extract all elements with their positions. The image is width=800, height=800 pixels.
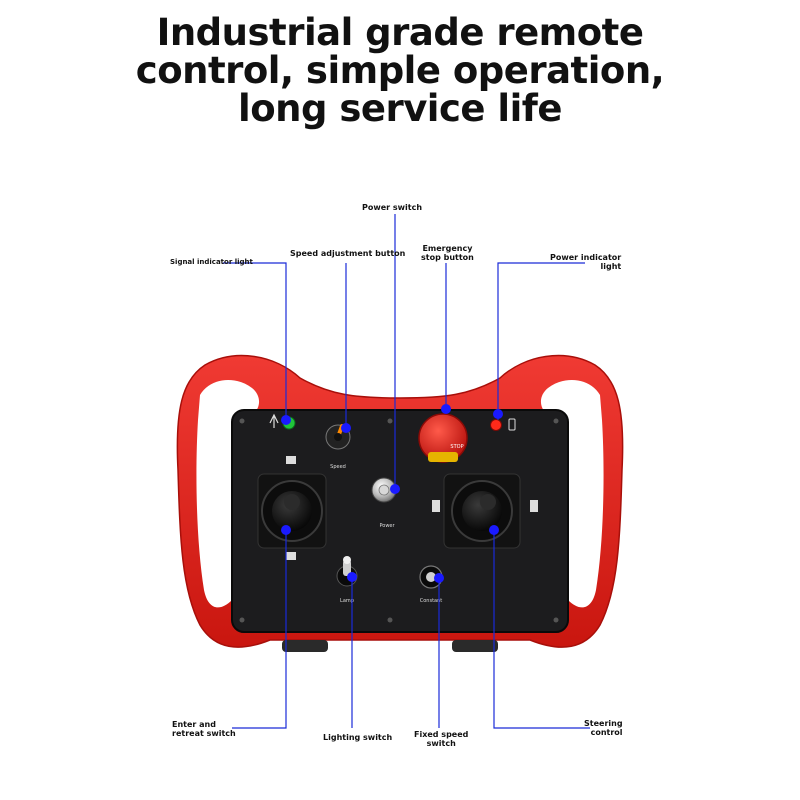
callout-dot <box>341 423 351 433</box>
screw-icon <box>387 418 393 424</box>
callout-lighting-switch: Lighting switch <box>323 733 393 742</box>
speed-adjustment-knob[interactable]: Speed <box>325 424 351 470</box>
callout-dot <box>281 525 291 535</box>
callout-dot <box>441 404 451 414</box>
callout-steering: Steering control <box>584 719 623 737</box>
callout-speed-adjustment: Speed adjustment button <box>290 249 406 258</box>
callout-steering-line-1: Steering <box>584 719 623 728</box>
speed-label: Speed <box>330 464 346 470</box>
callout-dot <box>489 525 499 535</box>
constant-label: Constant <box>420 598 443 604</box>
power-label: Power <box>379 523 395 529</box>
callout-dot <box>434 573 444 583</box>
callout-line-steering <box>493 530 590 729</box>
screw-icon <box>239 418 245 424</box>
steering-joystick[interactable] <box>432 473 538 549</box>
callout-emergency-line-1: Emergency <box>422 244 473 253</box>
callout-power-indicator: Power indicator light <box>550 253 621 271</box>
callout-line-power-indicator <box>497 262 585 420</box>
screw-icon <box>387 617 393 623</box>
callout-enter-retreat: Enter and retreat switch <box>172 720 236 738</box>
callout-line-enter-retreat <box>232 530 287 729</box>
callout-fixed-speed-line-2: switch <box>426 739 456 748</box>
callout-emergency-line-2: stop button <box>421 253 474 262</box>
emergency-stop-button[interactable]: STOP <box>418 413 468 463</box>
antenna-icon <box>269 413 279 428</box>
callout-enter-retreat-line-1: Enter and <box>172 720 216 729</box>
callout-enter-retreat-line-2: retreat switch <box>172 729 236 738</box>
callout-power-switch: Power switch <box>362 203 423 212</box>
callout-dot <box>390 484 400 494</box>
mount-foot-left <box>282 640 328 652</box>
headline: Industrial grade remote control, simple … <box>0 14 800 128</box>
callout-fixed-speed-line-1: Fixed speed <box>414 730 469 739</box>
headline-line-1: Industrial grade remote <box>156 11 644 54</box>
right-direction-icon <box>530 500 538 512</box>
callout-dot <box>281 415 291 425</box>
callout-dots <box>281 404 503 583</box>
control-panel <box>231 409 569 633</box>
headline-line-3: long service life <box>238 87 562 130</box>
mount-foot-right <box>452 640 498 652</box>
power-indicator-light <box>490 418 516 431</box>
forward-direction-icon <box>286 456 296 464</box>
callout-steering-line-2: control <box>590 728 623 737</box>
callout-power-indicator-line-1: Power indicator <box>550 253 622 262</box>
callout-lines <box>223 214 590 729</box>
left-direction-icon <box>432 500 440 512</box>
reverse-direction-icon <box>286 552 296 560</box>
callout-fixed-speed: Fixed speed switch <box>414 730 468 748</box>
screw-icon <box>553 617 559 623</box>
enter-retreat-joystick[interactable] <box>257 456 327 560</box>
headline-line-2: control, simple operation, <box>135 49 665 92</box>
screw-icon <box>239 617 245 623</box>
screw-icon <box>553 418 559 424</box>
lamp-label: Lamp <box>340 598 354 604</box>
callout-line-signal <box>223 262 287 420</box>
callout-dot <box>493 409 503 419</box>
callout-signal-indicator: Signal indicator light <box>170 258 253 266</box>
callout-dot <box>347 572 357 582</box>
callout-emergency-stop: Emergency stop button <box>421 244 474 262</box>
battery-icon <box>508 418 516 431</box>
power-switch[interactable]: Power <box>371 477 397 529</box>
callout-power-indicator-line-2: light <box>600 262 622 271</box>
estop-label: STOP <box>450 444 463 450</box>
